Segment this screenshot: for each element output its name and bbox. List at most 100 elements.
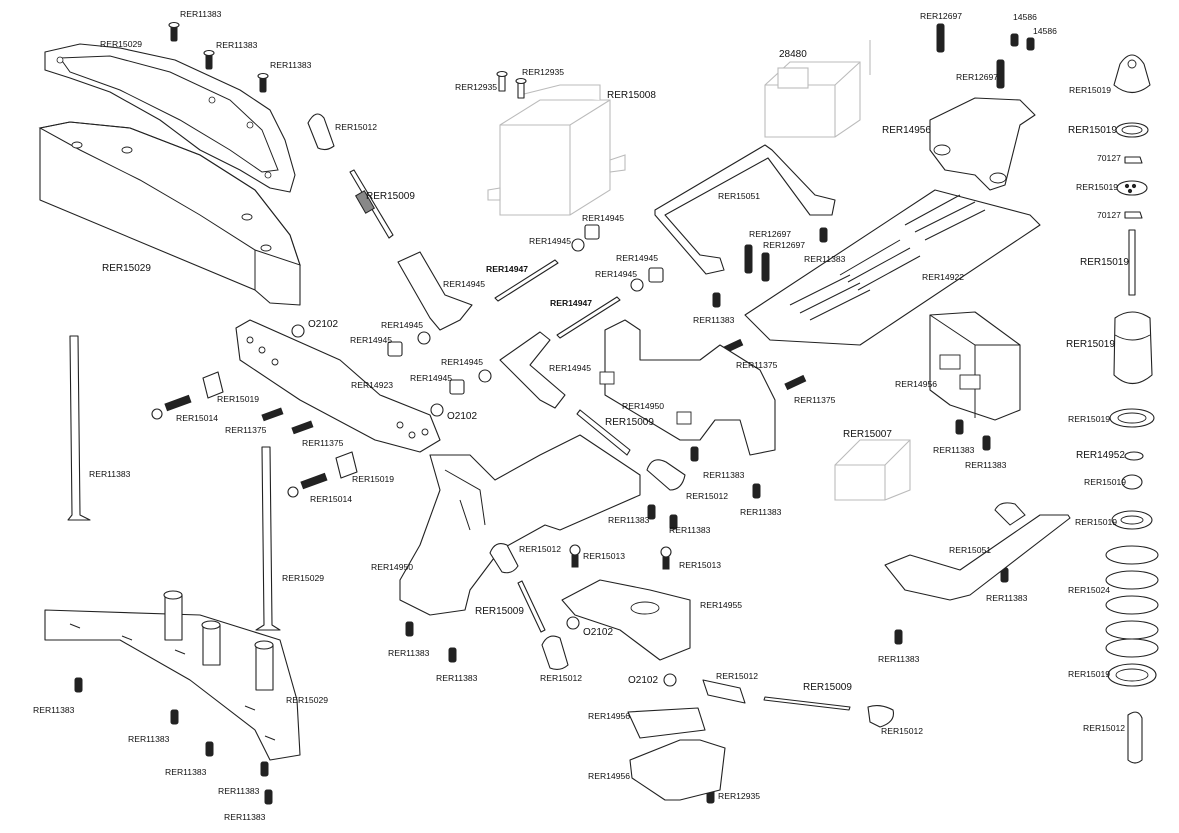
- foam-tube: [702, 679, 746, 704]
- rail-center: [255, 446, 281, 631]
- callout-label: RER14945: [616, 253, 659, 263]
- shock-column: [1105, 54, 1159, 764]
- callout-label: RER11383: [933, 445, 975, 455]
- callout-label: RER15009: [605, 417, 654, 428]
- callout-label: RER11383: [128, 734, 170, 744]
- callout-label: RER15012: [519, 544, 562, 554]
- callout-label: 28480: [779, 49, 807, 60]
- callout-label: RER11383: [165, 767, 207, 777]
- callout-label: RER12697: [749, 229, 792, 239]
- callout-label: O2102: [308, 319, 339, 330]
- callout-label: O2102: [447, 411, 478, 422]
- callout-label: RER11383: [388, 648, 430, 658]
- callout-label: RER15013: [583, 551, 626, 561]
- servo: [487, 84, 626, 216]
- callout-label: 14586: [1033, 26, 1057, 36]
- spacer-cylinder-1: [202, 371, 224, 399]
- callout-label: RER12697: [956, 72, 999, 82]
- rocker-arm-lower: [499, 331, 566, 409]
- callout-label: RER15014: [176, 413, 219, 423]
- servo-saver-lower: [627, 707, 706, 739]
- pins: [494, 259, 621, 339]
- ball-stud-1: [569, 544, 581, 556]
- callout-label: RER11383: [608, 515, 650, 525]
- callout-label: RER14945: [350, 335, 393, 345]
- callout-label: RER14945: [441, 357, 484, 367]
- top-plate-slots: [744, 189, 1041, 346]
- callout-label: RER12935: [718, 791, 761, 801]
- stand-posts: [163, 590, 274, 691]
- callout-label: RER15009: [366, 191, 415, 202]
- callout-label: RER11383: [33, 705, 75, 715]
- screws-top-right: [936, 23, 1035, 89]
- callout-label: RER14947: [486, 264, 529, 274]
- callout-label: RER14945: [529, 236, 572, 246]
- callout-label: RER11383: [669, 525, 711, 535]
- callout-label: RER14956: [882, 125, 931, 136]
- callout-label: RER11375: [794, 395, 836, 405]
- callout-label: RER15012: [716, 671, 759, 681]
- callout-label: RER15051: [949, 545, 992, 555]
- callout-label: RER15007: [843, 429, 892, 440]
- callout-label: RER14923: [351, 380, 394, 390]
- callout-label: RER12697: [763, 240, 806, 250]
- rail-left: [67, 335, 91, 521]
- foam-plug-bottom: [541, 635, 569, 671]
- callout-label: 14586: [1013, 12, 1037, 22]
- callout-label: RER14952: [1076, 450, 1125, 461]
- turnbuckle-bottom: [763, 696, 851, 711]
- callout-label: RER15019: [352, 474, 395, 484]
- callout-label: RER11383: [703, 470, 745, 480]
- callout-label: RER14955: [700, 600, 743, 610]
- screws-center: [712, 227, 828, 308]
- screws-bottom-left: [74, 677, 273, 805]
- servo-saver-horn: [629, 739, 726, 801]
- callout-label: RER15024: [1068, 585, 1111, 595]
- foam-plug-top: [307, 113, 335, 151]
- callout-label: RER11383: [965, 460, 1007, 470]
- callout-label: RER15019: [1068, 125, 1117, 136]
- callout-label: 70127: [1097, 153, 1121, 163]
- link-turnbuckle-right: [576, 409, 631, 456]
- callout-label: RER11375: [736, 360, 778, 370]
- callout-label: RER15019: [1068, 414, 1111, 424]
- front-base-pad-slots: [69, 623, 276, 741]
- callout-label: O2102: [583, 627, 614, 638]
- receiver: [764, 40, 871, 138]
- callout-label: RER11383: [89, 469, 131, 479]
- callout-label: RER12935: [455, 82, 498, 92]
- callout-label: RER12697: [920, 11, 963, 21]
- callout-label: RER15029: [102, 263, 151, 274]
- callout-label: RER14950: [371, 562, 414, 572]
- callout-label: RER15012: [686, 491, 729, 501]
- callout-label: RER15019: [217, 394, 260, 404]
- foam-plug-right: [867, 704, 895, 728]
- callout-label: RER12935: [522, 67, 565, 77]
- callout-label: RER11383: [986, 593, 1028, 603]
- callout-label: RER15012: [540, 673, 583, 683]
- callout-label: RER15009: [803, 682, 852, 693]
- callout-label: RER11383: [180, 9, 222, 19]
- nut-2: [663, 673, 677, 687]
- callout-label: RER15012: [881, 726, 924, 736]
- body-mount-rear: [929, 97, 1036, 191]
- callout-label: RER15051: [718, 191, 761, 201]
- nut-1: [566, 616, 580, 630]
- callout-label: RER14922: [922, 272, 965, 282]
- rocker-arm-upper: [397, 251, 473, 331]
- callout-label: RER15029: [100, 39, 143, 49]
- callout-label: RER14945: [549, 363, 592, 373]
- callout-label: RER14945: [582, 213, 625, 223]
- callout-label: RER11383: [218, 786, 260, 796]
- callout-label: RER15019: [1075, 517, 1118, 527]
- callout-label: RER11383: [878, 654, 920, 664]
- hoop-bumper: [654, 144, 836, 275]
- foam-plug-mid: [646, 459, 686, 491]
- callout-label: RER11383: [270, 60, 312, 70]
- callout-label: O2102: [628, 675, 659, 686]
- callout-label: RER14945: [410, 373, 453, 383]
- hex-block: [399, 434, 641, 616]
- spacer-cylinder-2: [335, 451, 358, 479]
